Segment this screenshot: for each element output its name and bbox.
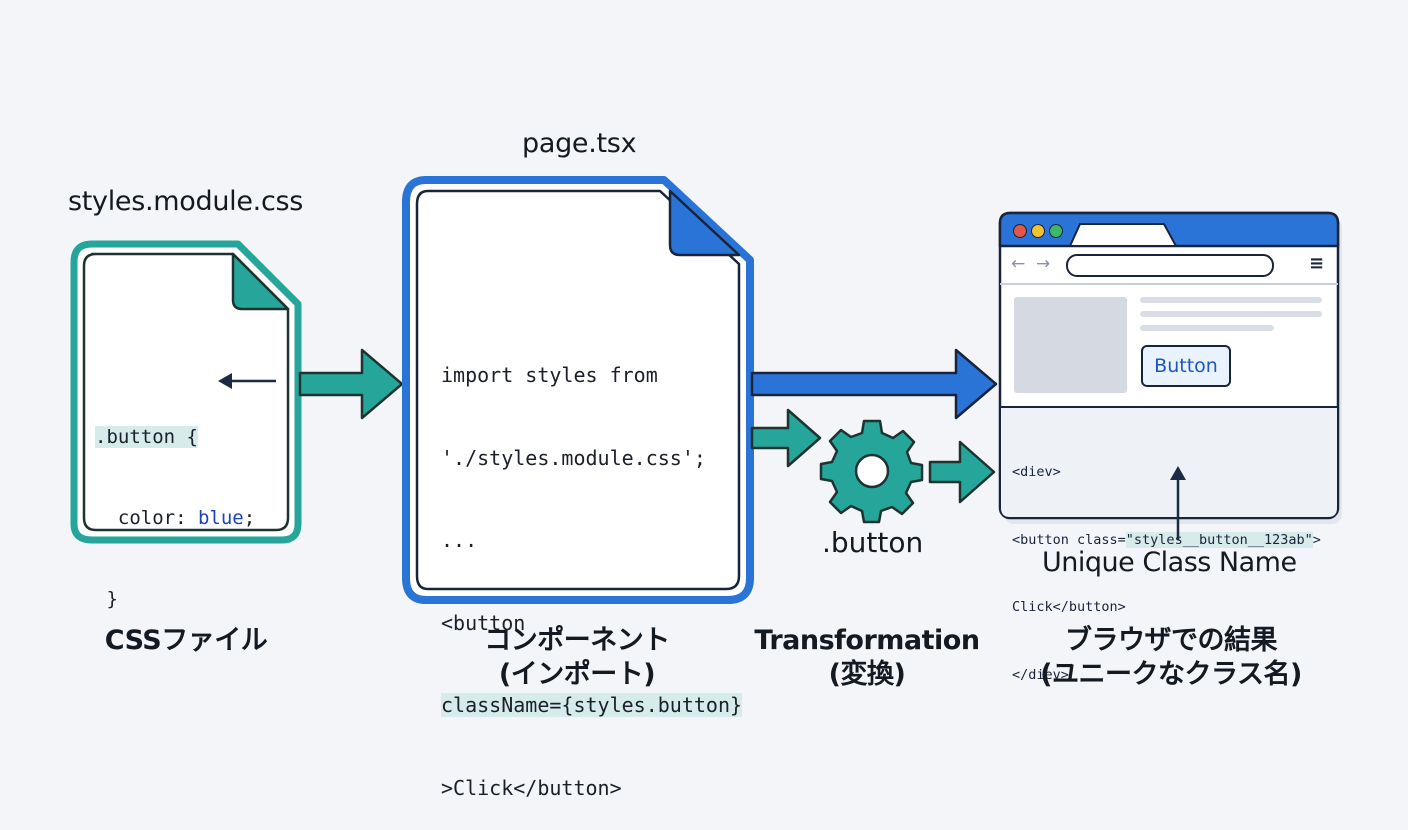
component-file-icon [402, 176, 754, 604]
css-file-icon [70, 240, 302, 544]
css-semicolon: ; [243, 507, 256, 529]
css-property: color: [117, 507, 198, 529]
component-caption-line1: コンポーネント [484, 625, 670, 656]
html-line-click: Click</button> [1012, 599, 1126, 615]
address-bar[interactable] [1066, 254, 1274, 277]
css-selector: .button { [95, 426, 198, 448]
code-line-classname: className={styles.button} [441, 693, 743, 717]
browser-caption: ブラウザでの結果 (ユニークなクラス名) [1030, 624, 1312, 692]
component-caption-line2: (インポート) [498, 658, 656, 690]
code-line-ellipsis: ... [441, 528, 478, 552]
module-css-diagram: { "colors": { "teal": "#26a69a", "blue":… [68, 128, 1342, 800]
css-value: blue [197, 507, 244, 529]
close-dot-icon[interactable] [1013, 224, 1027, 238]
css-close-brace: } [106, 588, 118, 610]
code-line-path: './styles.module.css'; [441, 445, 706, 470]
css-file-name: styles.module.css [68, 186, 304, 217]
component-code-block: import styles from './styles.module.css'… [441, 307, 743, 830]
selector-pointer-arrow [218, 373, 276, 389]
code-line-import: import styles from [441, 363, 658, 387]
arrow-transform-to-browser [928, 440, 996, 504]
unique-class-annotation: Unique Class Name [1042, 547, 1297, 578]
css-code-block: .button { color: blue; } [95, 370, 255, 640]
html-line-button-pre: <button class= [1012, 531, 1126, 548]
browser-caption-line1: ブラウザでの結果 [1065, 625, 1278, 656]
rendered-html-block: <diev> <button class="styles__button__12… [1012, 416, 1321, 709]
css-file-caption: CSSファイル [104, 625, 268, 656]
code-line-button-open: <button [441, 610, 526, 635]
html-unique-class: "styles__button__123ab" [1125, 531, 1313, 548]
browser-caption-line2: (ユニークなクラス名) [1040, 658, 1302, 690]
arrow-component-to-browser [750, 348, 998, 420]
html-line-div-open: <diev> [1012, 464, 1061, 480]
transform-caption: Transformation (変換) [752, 624, 982, 692]
minimize-dot-icon[interactable] [1031, 224, 1045, 238]
transform-caption-line1: Transformation [754, 625, 980, 656]
code-line-button-close: >Click</button> [441, 775, 622, 800]
rendered-button[interactable]: Button [1141, 345, 1231, 387]
arrow-css-to-component [298, 348, 404, 420]
unique-class-pointer-arrow [1170, 466, 1186, 540]
menu-icon[interactable]: ≡ [1309, 253, 1325, 274]
maximize-dot-icon[interactable] [1049, 224, 1063, 238]
component-caption: コンポーネント (インポート) [446, 624, 708, 692]
html-line-div-close: </diev> [1012, 666, 1069, 683]
arrow-component-to-transform [750, 408, 822, 468]
component-file-name: page.tsx [522, 128, 637, 159]
gear-icon [819, 419, 924, 524]
html-line-button-post: > [1312, 531, 1321, 548]
transform-caption-line2: (変換) [828, 658, 906, 690]
back-arrow-icon[interactable]: ← [1011, 254, 1026, 274]
transform-label: .button [822, 526, 924, 559]
forward-arrow-icon[interactable]: → [1036, 254, 1051, 274]
